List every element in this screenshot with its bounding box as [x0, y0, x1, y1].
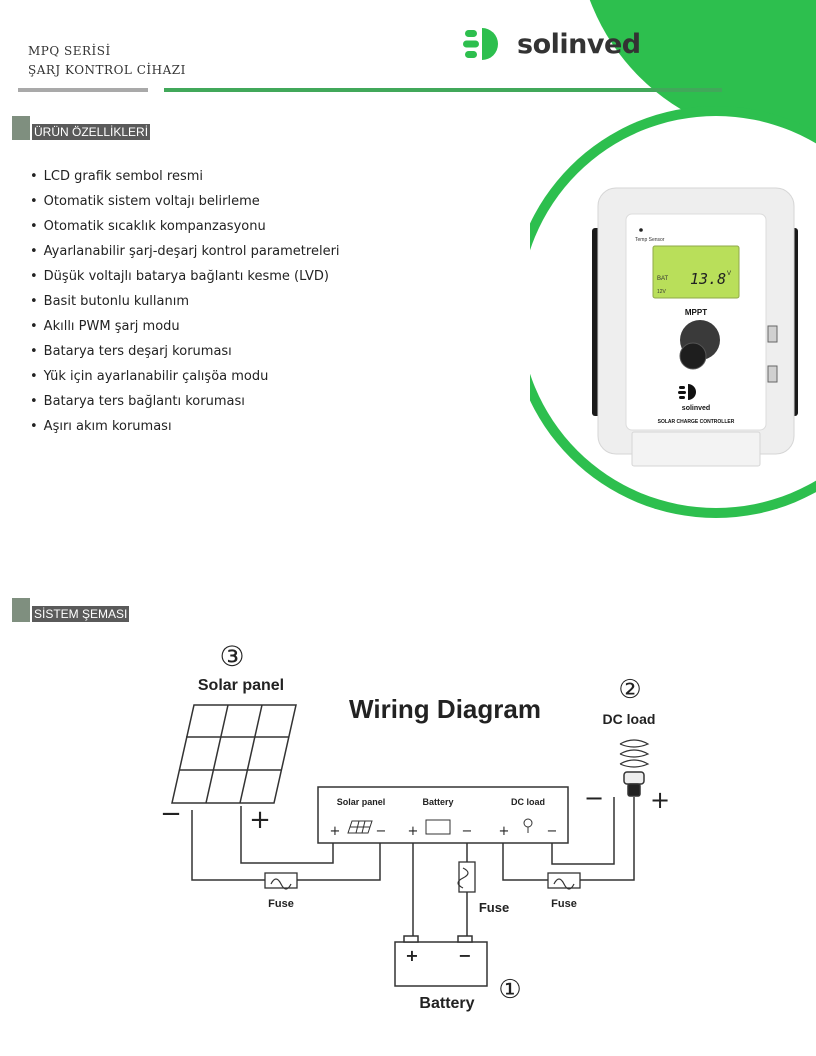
- box-battery-plus: +: [408, 824, 419, 839]
- num-load: ②: [618, 675, 641, 705]
- box-battery-minus: −: [462, 824, 473, 839]
- box-load-minus: −: [547, 824, 558, 839]
- system-section-header: SİSTEM ŞEMASI: [12, 598, 130, 622]
- device-model: MPPT: [685, 308, 707, 317]
- device-lcd-bat: BAT: [657, 276, 669, 282]
- features-section-header: ÜRÜN ÖZELLİKLERİ: [12, 116, 151, 140]
- num-solar: ③: [219, 640, 244, 673]
- list-item: Otomatik sistem voltajı belirleme: [30, 189, 340, 214]
- list-item: Batarya ters bağlantı koruması: [30, 389, 340, 414]
- diagram-title: Wiring Diagram: [349, 694, 541, 724]
- header-series: MPQ SERİSİ: [28, 44, 111, 58]
- num-battery: ①: [498, 975, 521, 1005]
- system-section-title: SİSTEM ŞEMASI: [32, 606, 130, 622]
- section-marker: [12, 598, 30, 622]
- brand-mark-icon: [463, 28, 498, 60]
- list-item: LCD grafik sembol resmi: [30, 164, 340, 189]
- solar-plus-sign: +: [249, 805, 271, 835]
- list-item: Düşük voltajlı batarya bağlantı kesme (L…: [30, 264, 340, 289]
- header-rule-green: [164, 88, 722, 92]
- fuse-label-solar: Fuse: [268, 898, 294, 910]
- features-section-title: ÜRÜN ÖZELLİKLERİ: [32, 124, 151, 140]
- list-item: Ayarlanabilir şarj-deşarj kontrol parame…: [30, 239, 340, 264]
- device-lcd-value: 13.8: [690, 270, 726, 288]
- battery-plus: +: [405, 946, 418, 965]
- battery-minus: −: [458, 946, 471, 965]
- load-plus-sign: +: [650, 786, 670, 814]
- wiring-diagram: Wiring Diagram Solar panel DC load Batte…: [160, 640, 670, 1012]
- fuse-label-load: Fuse: [551, 898, 577, 910]
- load-minus-sign: −: [584, 784, 604, 812]
- box-load-plus: +: [499, 824, 510, 839]
- box-battery-label: Battery: [422, 797, 453, 807]
- fuse-label-battery: Fuse: [479, 900, 509, 915]
- list-item: Aşırı akım koruması: [30, 414, 340, 439]
- section-marker: [12, 116, 30, 140]
- list-item: Yük için ayarlanabilir çalışöa modu: [30, 364, 340, 389]
- box-solar-label: Solar panel: [337, 797, 386, 807]
- list-item: Otomatik sıcaklık kompanzasyonu: [30, 214, 340, 239]
- list-item: Basit butonlu kullanım: [30, 289, 340, 314]
- list-item: Akıllı PWM şarj modu: [30, 314, 340, 339]
- device-lcd-volt: 12V: [657, 289, 667, 295]
- dc-load-label: DC load: [603, 711, 656, 727]
- device-caption: SOLAR CHARGE CONTROLLER: [658, 419, 735, 425]
- box-solar-plus: +: [330, 824, 341, 839]
- device-brand: solinved: [682, 405, 710, 412]
- solar-minus-sign: −: [160, 799, 182, 829]
- device-illustration: Temp Sensor BAT 12V 13.8 V MPPT solinved…: [530, 106, 816, 518]
- header-product: ŞARJ KONTROL CİHAZI: [28, 63, 186, 77]
- box-solar-minus: −: [376, 824, 387, 839]
- device-lcd-unit: V: [727, 271, 731, 277]
- solar-panel-label: Solar panel: [198, 677, 284, 694]
- brand-logo: solinved: [463, 25, 643, 63]
- brand-name: solinved: [517, 28, 641, 60]
- features-list: LCD grafik sembol resmi Otomatik sistem …: [30, 164, 340, 439]
- list-item: Batarya ters deşarj koruması: [30, 339, 340, 364]
- box-load-label: DC load: [511, 797, 545, 807]
- battery-label: Battery: [419, 995, 474, 1012]
- header-rule-gray: [18, 88, 148, 92]
- device-temp-sensor-label: Temp Sensor: [635, 237, 665, 243]
